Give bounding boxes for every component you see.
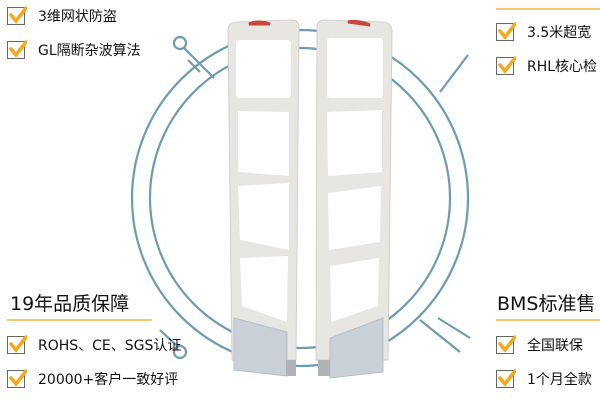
feature-label: GL隔断杂波算法 xyxy=(38,43,141,59)
feature-item: 全国联保 xyxy=(496,335,583,355)
feature-label: 20000+客户一致好评 xyxy=(38,372,179,388)
checkbox-checked-icon xyxy=(496,56,516,75)
outer-ring xyxy=(130,28,470,368)
connector-line xyxy=(159,329,177,346)
checkbox-checked-icon xyxy=(496,22,516,41)
feature-label: RHL核心检 xyxy=(527,59,598,75)
checkbox-checked-icon xyxy=(7,369,27,388)
feature-item: 3.5米超宽 xyxy=(496,22,591,42)
divider xyxy=(496,319,600,321)
feature-item: GL隔断杂波算法 xyxy=(7,40,141,60)
connector-line xyxy=(187,59,201,73)
feature-item: 1个月全款 xyxy=(496,369,592,389)
feature-item: ROHS、CE、SGS认证 xyxy=(7,335,181,355)
right-heading: BMS标准售 xyxy=(497,293,596,315)
checkbox-checked-icon xyxy=(7,6,27,25)
feature-label: ROHS、CE、SGS认证 xyxy=(38,338,182,354)
decorative-rings xyxy=(130,28,471,368)
checkbox-checked-icon xyxy=(496,369,516,388)
feature-label: 3.5米超宽 xyxy=(527,25,592,41)
connector-dot xyxy=(172,35,188,51)
feature-label: 1个月全款 xyxy=(527,372,592,388)
left-heading: 19年品质保障 xyxy=(10,293,130,315)
right-gate-panel xyxy=(315,19,393,379)
divider xyxy=(7,319,152,321)
connector-line xyxy=(419,319,461,353)
connector-line xyxy=(183,47,215,79)
feature-item: 20000+客户一致好评 xyxy=(7,369,178,389)
connector-line xyxy=(439,54,469,93)
left-gate-panel xyxy=(227,19,300,377)
feature-item: 3维网状防盗 xyxy=(7,6,117,26)
feature-label: 3维网状防盗 xyxy=(38,9,117,25)
feature-label: 全国联保 xyxy=(527,338,583,354)
checkbox-checked-icon xyxy=(496,335,516,354)
divider xyxy=(496,8,600,10)
checkbox-checked-icon xyxy=(7,335,27,354)
connector-dot xyxy=(172,344,188,360)
checkbox-checked-icon xyxy=(7,40,27,59)
feature-item: RHL核心检 xyxy=(496,56,597,76)
connector-line xyxy=(437,317,471,339)
inner-ring xyxy=(148,46,452,350)
